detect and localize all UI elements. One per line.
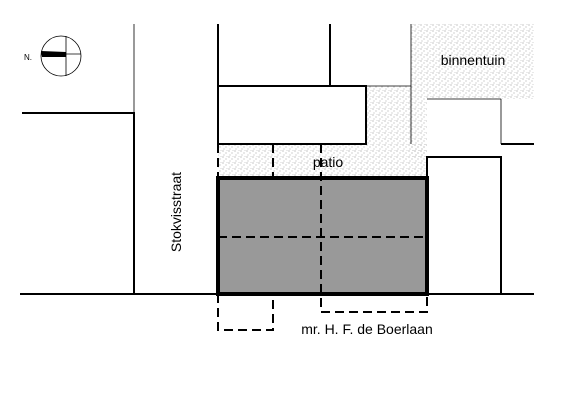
west-building (22, 112, 135, 295)
courtyard-area (411, 24, 534, 157)
west-street-label: Stokvisstraat (168, 172, 184, 252)
patio-area (218, 86, 427, 178)
courtyard-outline (366, 24, 502, 144)
east-buildings (426, 143, 534, 294)
courtyard-label: binnentuin (441, 52, 506, 68)
compass: N. (24, 35, 82, 77)
north-building (217, 24, 367, 145)
patio-label: patio (313, 154, 344, 170)
north-arrow-icon (40, 35, 82, 77)
compass-label: N. (24, 53, 32, 62)
south-street-label: mr. H. F. de Boerlaan (301, 321, 433, 337)
dashed-outlines (217, 144, 428, 331)
